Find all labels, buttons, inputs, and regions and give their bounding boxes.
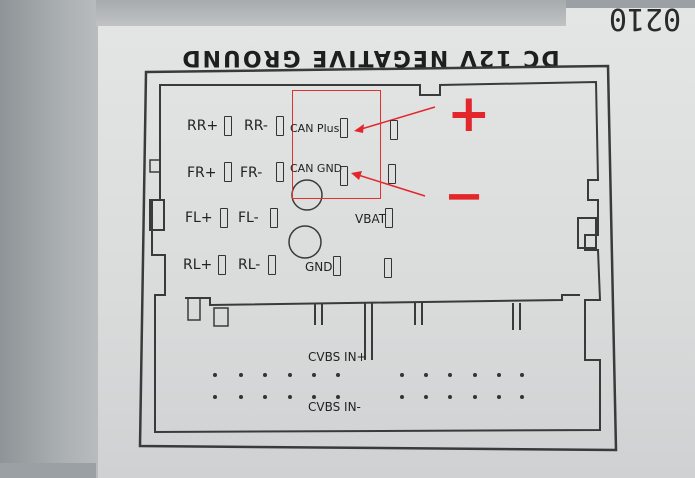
pin-dot xyxy=(497,395,501,399)
minus-mark: − xyxy=(444,168,485,224)
pin-dot xyxy=(213,395,217,399)
pin-label-cvbs-in-minus: CVBS IN- xyxy=(308,400,361,414)
pin-label-can-plus: CAN Plus xyxy=(290,122,340,135)
pin-slot-rr-minus xyxy=(276,116,284,136)
pin-slot-unlabeled-3 xyxy=(384,258,392,278)
pin-label-cvbs-in-plus: CVBS IN+ xyxy=(308,350,367,364)
pin-label-fr-minus: FR- xyxy=(240,165,263,181)
pin-label-fr-plus: FR+ xyxy=(187,165,217,181)
pin-dot xyxy=(400,373,404,377)
pin-slot-unlabeled-2 xyxy=(388,164,396,184)
pin-slot-fl-minus xyxy=(270,208,278,228)
pin-dot xyxy=(213,373,217,377)
pin-label-gnd: GND xyxy=(305,260,333,274)
connector-outline xyxy=(138,64,618,452)
pin-dot xyxy=(497,373,501,377)
pin-dot xyxy=(448,373,452,377)
pin-dot xyxy=(288,395,292,399)
plus-mark: + xyxy=(447,84,491,144)
pin-dot xyxy=(473,373,477,377)
pin-slot-fr-minus xyxy=(276,162,284,182)
pin-label-vbat: VBAT xyxy=(355,212,387,226)
pin-dot xyxy=(288,373,292,377)
pin-slot-rr-plus xyxy=(224,116,232,136)
pin-dot xyxy=(312,373,316,377)
pin-dot xyxy=(424,373,428,377)
pin-dot xyxy=(239,395,243,399)
pin-slot-rl-minus xyxy=(268,255,276,275)
pin-dot xyxy=(400,395,404,399)
pin-dot xyxy=(312,395,316,399)
pin-slot-can-gnd xyxy=(340,166,348,186)
pin-dot xyxy=(263,395,267,399)
pin-slot-fl-plus xyxy=(220,208,228,228)
pin-dot xyxy=(448,395,452,399)
pin-label-fl-minus: FL- xyxy=(238,210,259,226)
pin-label-rr-minus: RR- xyxy=(244,118,268,134)
highlight-box xyxy=(292,90,381,199)
pin-dot xyxy=(473,395,477,399)
device-edge-left xyxy=(0,0,96,463)
pin-label-rl-minus: RL- xyxy=(238,257,261,273)
pin-slot-rl-plus xyxy=(218,255,226,275)
pin-slot-unlabeled-1 xyxy=(390,120,398,140)
pin-dot xyxy=(424,395,428,399)
pin-dot xyxy=(520,395,524,399)
pin-slot-can-plus xyxy=(340,118,348,138)
pin-label-fl-plus: FL+ xyxy=(185,210,213,226)
pin-label-can-gnd: CAN GND xyxy=(290,162,343,175)
pin-slot-fr-plus xyxy=(224,162,232,182)
device-edge-top xyxy=(96,0,566,26)
pin-slot-gnd xyxy=(333,256,341,276)
pin-dot xyxy=(520,373,524,377)
pin-dot xyxy=(239,373,243,377)
pin-dot xyxy=(336,395,340,399)
pin-label-rl-plus: RL+ xyxy=(183,257,213,273)
pin-dot xyxy=(336,373,340,377)
pin-label-rr-plus: RR+ xyxy=(187,118,219,134)
pin-dot xyxy=(263,373,267,377)
pin-slot-vbat xyxy=(385,208,393,228)
